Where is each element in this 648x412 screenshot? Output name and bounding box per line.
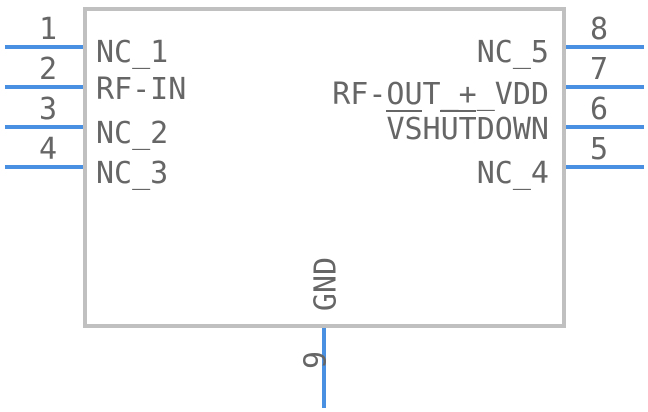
pin-2: 2 RF-IN — [5, 52, 186, 107]
pin-1-label: NC_1 — [96, 35, 168, 70]
pin-3: 3 NC_2 — [5, 92, 168, 151]
component-body — [83, 7, 566, 328]
pin-7-label: RF-OUT_+_VDD — [332, 77, 549, 112]
pin-9: 9 GND — [299, 257, 344, 408]
pin-9-number: 9 — [299, 351, 334, 369]
pin-9-label: GND — [309, 257, 344, 311]
pin-5: 5 NC_4 — [477, 132, 644, 191]
pin-6-label: VSHUTDOWN — [386, 112, 549, 147]
pin-4: 4 NC_3 — [5, 132, 168, 191]
pin-8-label: NC_5 — [477, 35, 549, 70]
pin-8: 8 NC_5 — [477, 12, 644, 70]
pin-4-label: NC_3 — [96, 156, 168, 191]
pin-5-label: NC_4 — [477, 156, 549, 191]
pin-2-number: 2 — [39, 52, 57, 87]
pin-3-number: 3 — [39, 92, 57, 127]
pin-3-label: NC_2 — [96, 116, 168, 151]
pin-5-number: 5 — [590, 132, 608, 167]
pin-1-number: 1 — [39, 12, 57, 47]
pin-7: 7 RF-OUT_+_VDD — [332, 52, 644, 112]
pin-2-label: RF-IN — [96, 72, 186, 107]
pin-7-number: 7 — [590, 52, 608, 87]
pin-6: 6 VSHUTDOWN — [386, 92, 644, 147]
pin-6-number: 6 — [590, 92, 608, 127]
pin-4-number: 4 — [39, 132, 57, 167]
pin-1: 1 NC_1 — [5, 12, 168, 70]
pin-8-number: 8 — [590, 12, 608, 47]
